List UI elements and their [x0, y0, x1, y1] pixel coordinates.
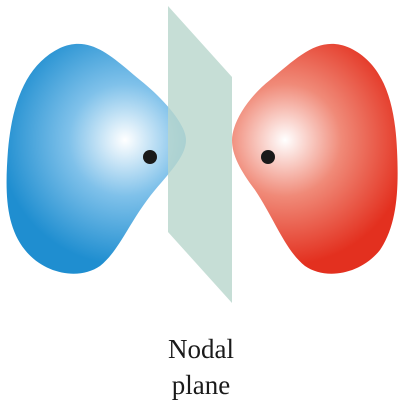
- right-lobe: [232, 43, 398, 274]
- left-nucleus: [143, 150, 157, 164]
- nodal-plane-label-line2: plane: [171, 370, 231, 400]
- nodal-plane-label-line1: Nodal: [168, 334, 234, 364]
- nodal-plane: [168, 6, 232, 303]
- right-nucleus: [261, 150, 275, 164]
- left-lobe: [6, 43, 187, 274]
